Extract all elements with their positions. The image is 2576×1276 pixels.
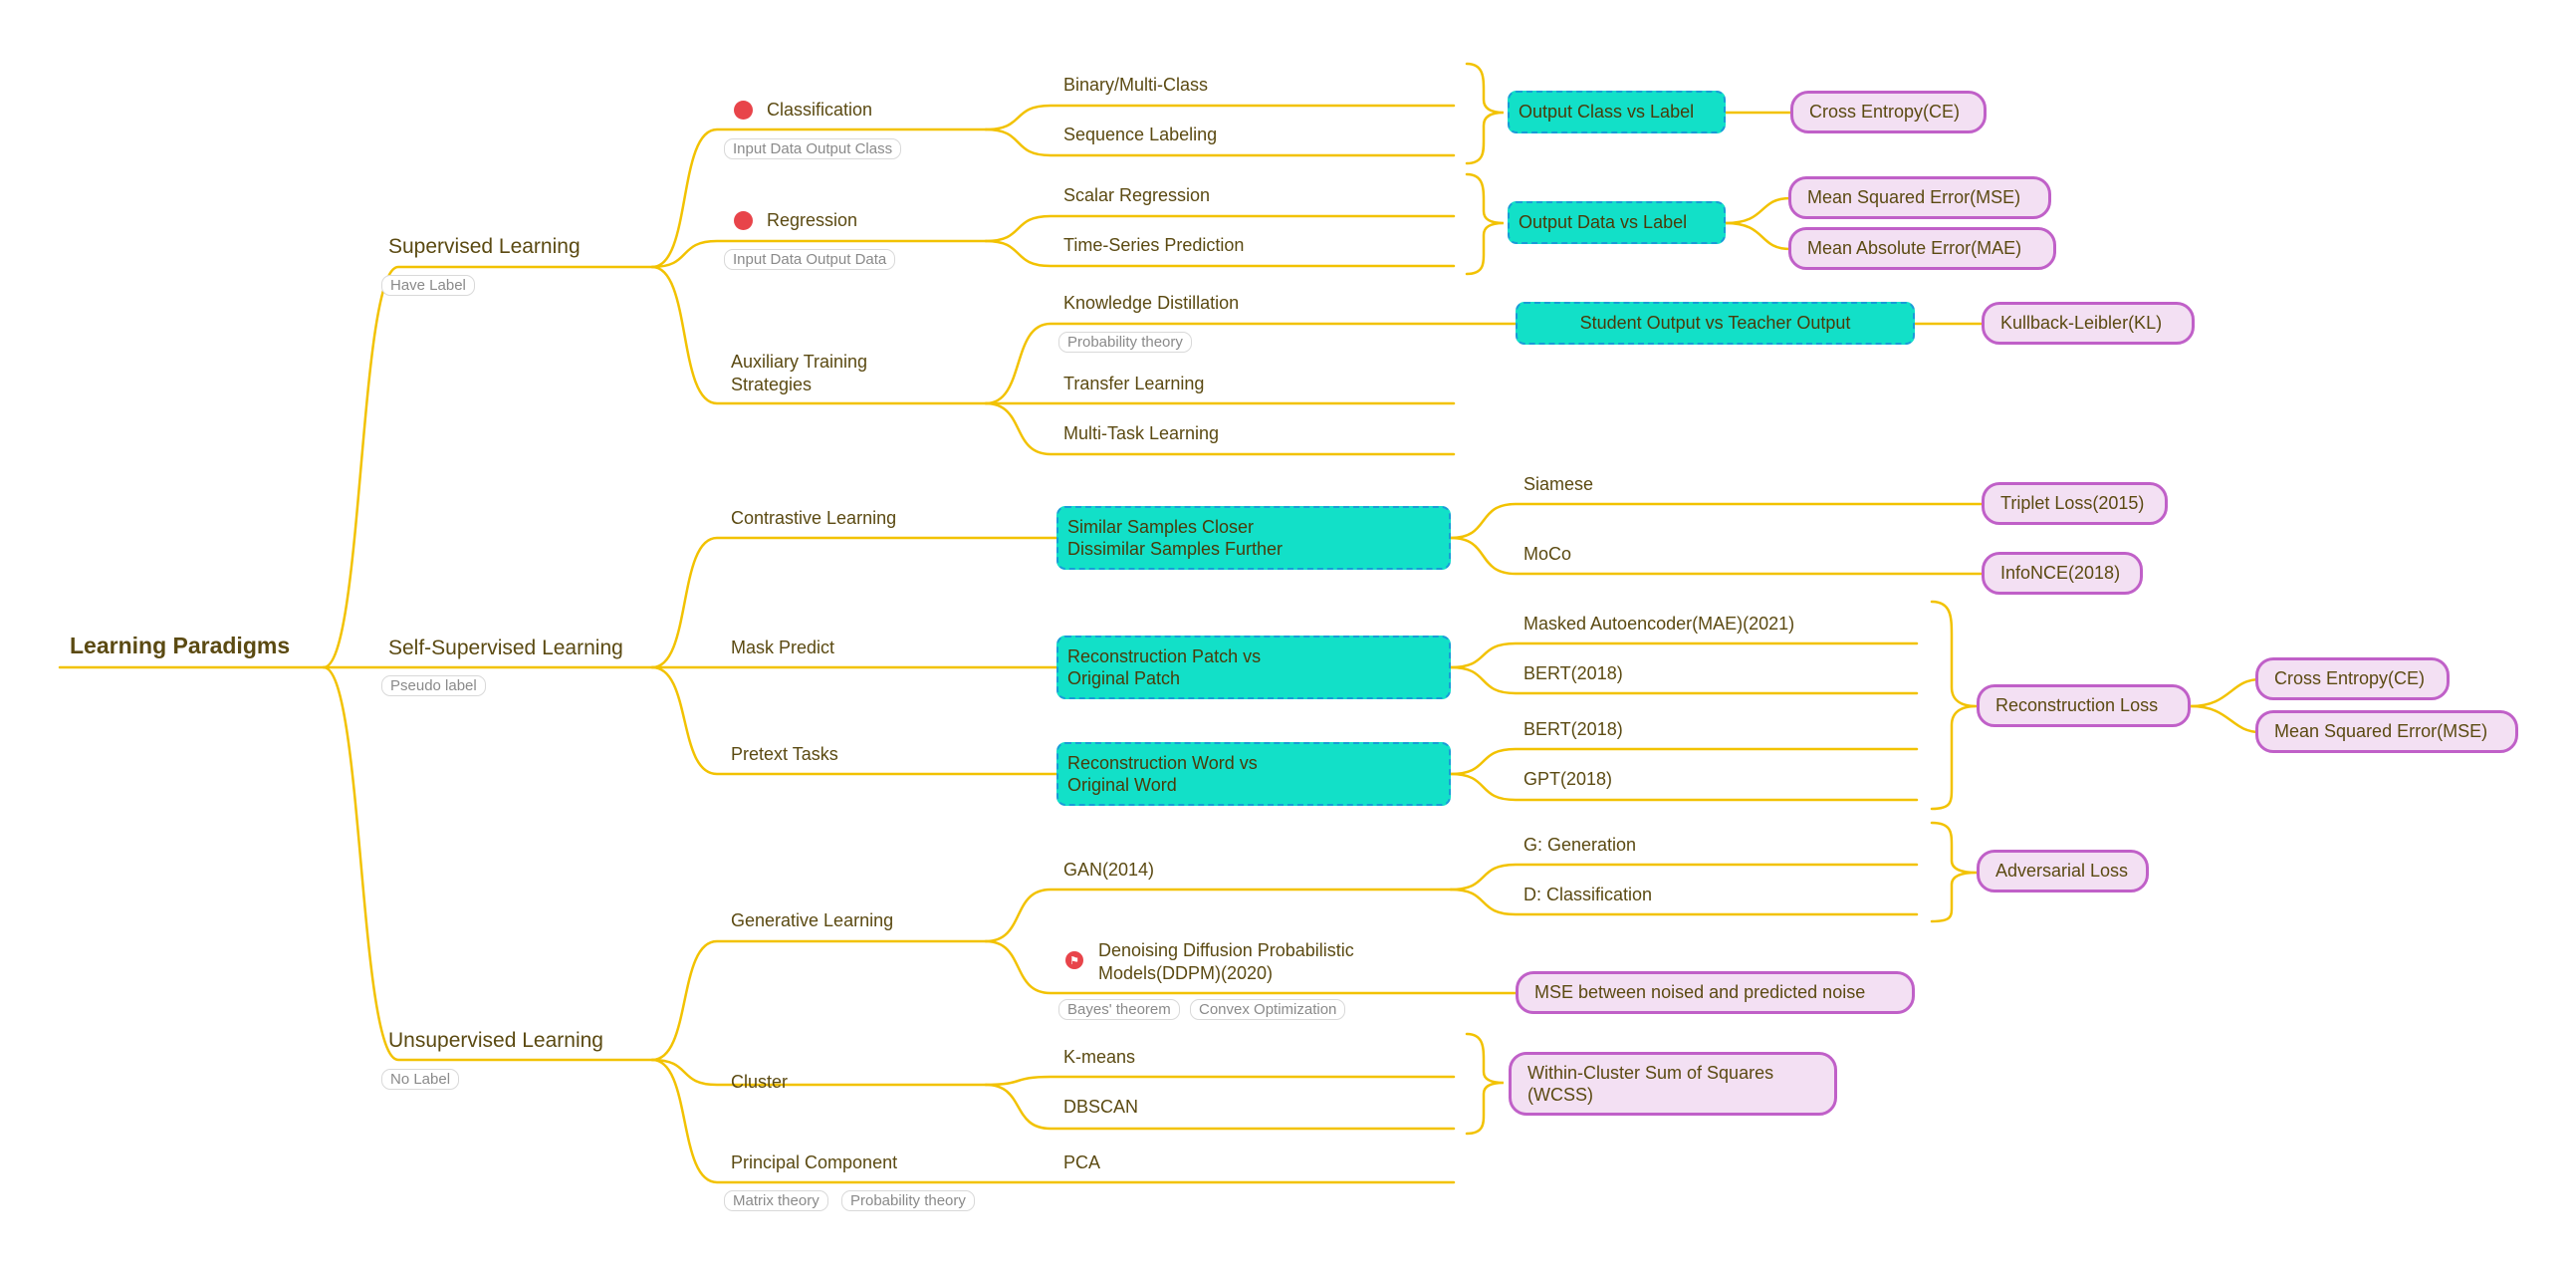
knowledge-distillation-node[interactable]: Knowledge Distillation	[1063, 293, 1240, 313]
mae-loss-node[interactable]: Mean Absolute Error(MAE)	[1788, 227, 2056, 270]
output-class-vs-label-box[interactable]: Output Class vs Label	[1508, 91, 1726, 133]
supervised-learning-node[interactable]: Supervised Learning	[388, 235, 581, 258]
pca-node[interactable]: PCA	[1063, 1152, 1101, 1172]
infonce-loss-node[interactable]: InfoNCE(2018)	[1982, 552, 2143, 595]
multi-task-learning-node[interactable]: Multi-Task Learning	[1063, 423, 1220, 443]
mse-text: Mean Squared Error(MSE)	[1807, 187, 2021, 208]
cross-entropy-loss-node[interactable]: Cross Entropy(CE)	[1790, 91, 1987, 133]
matrix-theory-tag: Matrix theory	[724, 1190, 828, 1211]
wcss-loss-node[interactable]: Within-Cluster Sum of Squares(WCSS)	[1509, 1052, 1837, 1116]
probability-theory-tag: Probability theory	[1058, 332, 1192, 353]
wcss-line2: (WCSS)	[1527, 1085, 1593, 1105]
transfer-learning-node[interactable]: Transfer Learning	[1063, 374, 1205, 393]
infonce-text: InfoNCE(2018)	[2000, 563, 2121, 584]
auxiliary-label-line2: Strategies	[731, 374, 813, 394]
classification-tag: Input Data Output Class	[724, 138, 902, 159]
reconstruction-word-line1: Reconstruction Word vs	[1067, 752, 1258, 773]
wcss-line1: Within-Cluster Sum of Squares	[1527, 1062, 1774, 1083]
mse-loss-node[interactable]: Mean Squared Error(MSE)	[1788, 176, 2051, 219]
similar-samples-line1: Similar Samples Closer	[1067, 516, 1255, 537]
convex-optimization-tag: Convex Optimization	[1190, 999, 1346, 1020]
cluster-node[interactable]: Cluster	[731, 1072, 789, 1092]
cross-entropy-text: Cross Entropy(CE)	[1809, 102, 1961, 123]
wcss-text: Within-Cluster Sum of Squares(WCSS)	[1527, 1062, 1773, 1107]
binary-multiclass-node[interactable]: Binary/Multi-Class	[1063, 75, 1209, 95]
similar-samples-line2: Dissimilar Samples Further	[1067, 539, 1284, 559]
time-series-prediction-node[interactable]: Time-Series Prediction	[1063, 235, 1245, 255]
gpt-node[interactable]: GPT(2018)	[1523, 769, 1613, 789]
ddpm-node[interactable]: Denoising Diffusion Probabilistic Models…	[1098, 939, 1354, 984]
reconstruction-ce-text: Cross Entropy(CE)	[2274, 668, 2426, 689]
bert-pretext-node[interactable]: BERT(2018)	[1523, 719, 1623, 739]
student-vs-teacher-text: Student Output vs Teacher Output	[1579, 313, 1851, 334]
reconstruction-patch-line2: Original Patch	[1067, 668, 1181, 688]
ddpm-line1: Denoising Diffusion Probabilistic	[1098, 940, 1354, 960]
reconstruction-mse-node[interactable]: Mean Squared Error(MSE)	[2255, 710, 2518, 753]
scalar-regression-node[interactable]: Scalar Regression	[1063, 185, 1211, 205]
unsupervised-learning-node[interactable]: Unsupervised Learning	[388, 1029, 603, 1052]
auxiliary-label-line1: Auxiliary Training	[731, 352, 868, 372]
ddpm-line2: Models(DDPM)(2020)	[1098, 962, 1274, 983]
reconstruction-loss-text: Reconstruction Loss	[1995, 695, 2159, 716]
kl-loss-node[interactable]: Kullback-Leibler(KL)	[1982, 302, 2195, 345]
classification-node[interactable]: Classification	[767, 100, 873, 120]
output-data-vs-label-box[interactable]: Output Data vs Label	[1508, 201, 1726, 244]
reconstruction-ce-node[interactable]: Cross Entropy(CE)	[2255, 657, 2450, 700]
g-generation-node[interactable]: G: Generation	[1523, 835, 1637, 855]
moco-node[interactable]: MoCo	[1523, 544, 1572, 564]
priority-marker-icon	[734, 211, 753, 230]
auxiliary-training-strategies-node[interactable]: Auxiliary Training Strategies	[731, 351, 867, 395]
sequence-labeling-node[interactable]: Sequence Labeling	[1063, 125, 1218, 144]
mae-2021-node[interactable]: Masked Autoencoder(MAE)(2021)	[1523, 614, 1795, 634]
regression-tag: Input Data Output Data	[724, 249, 896, 270]
bert-mask-node[interactable]: BERT(2018)	[1523, 663, 1623, 683]
output-class-vs-label-text: Output Class vs Label	[1519, 102, 1695, 123]
siamese-node[interactable]: Siamese	[1523, 474, 1594, 494]
regression-node[interactable]: Regression	[767, 210, 858, 230]
kl-text: Kullback-Leibler(KL)	[2000, 313, 2163, 334]
reconstruction-word-line2: Original Word	[1067, 775, 1177, 795]
self-supervised-tag: Pseudo label	[381, 675, 486, 696]
reconstruction-mse-text: Mean Squared Error(MSE)	[2274, 721, 2488, 742]
bayes-theorem-tag: Bayes' theorem	[1058, 999, 1180, 1020]
pretext-tasks-node[interactable]: Pretext Tasks	[731, 744, 838, 764]
reconstruction-patch-line1: Reconstruction Patch vs	[1067, 645, 1262, 666]
self-supervised-learning-node[interactable]: Self-Supervised Learning	[388, 637, 623, 659]
d-classification-node[interactable]: D: Classification	[1523, 885, 1653, 904]
root-title[interactable]: Learning Paradigms	[70, 633, 291, 658]
dbscan-node[interactable]: DBSCAN	[1063, 1097, 1139, 1117]
probability-theory-pca-tag: Probability theory	[841, 1190, 975, 1211]
flag-marker-icon: ⚑	[1065, 951, 1083, 969]
adversarial-loss-text: Adversarial Loss	[1995, 861, 2129, 882]
mask-predict-node[interactable]: Mask Predict	[731, 638, 835, 657]
priority-marker-icon	[734, 101, 753, 120]
reconstruction-loss-node[interactable]: Reconstruction Loss	[1977, 684, 2191, 727]
triplet-loss-text: Triplet Loss(2015)	[2000, 493, 2145, 514]
triplet-loss-node[interactable]: Triplet Loss(2015)	[1982, 482, 2168, 525]
student-vs-teacher-box[interactable]: Student Output vs Teacher Output	[1516, 302, 1915, 345]
generative-learning-node[interactable]: Generative Learning	[731, 910, 894, 930]
adversarial-loss-node[interactable]: Adversarial Loss	[1977, 850, 2149, 893]
mse-noise-text: MSE between noised and predicted noise	[1534, 982, 1866, 1003]
supervised-tag: Have Label	[381, 275, 475, 296]
unsupervised-tag: No Label	[381, 1069, 460, 1090]
mae-text: Mean Absolute Error(MAE)	[1807, 238, 2022, 259]
kmeans-node[interactable]: K-means	[1063, 1047, 1136, 1067]
gan-node[interactable]: GAN(2014)	[1063, 860, 1155, 880]
principal-component-node[interactable]: Principal Component	[731, 1152, 898, 1172]
contrastive-learning-node[interactable]: Contrastive Learning	[731, 508, 897, 528]
mse-noise-loss-node[interactable]: MSE between noised and predicted noise	[1516, 971, 1915, 1014]
output-data-vs-label-text: Output Data vs Label	[1519, 212, 1688, 233]
